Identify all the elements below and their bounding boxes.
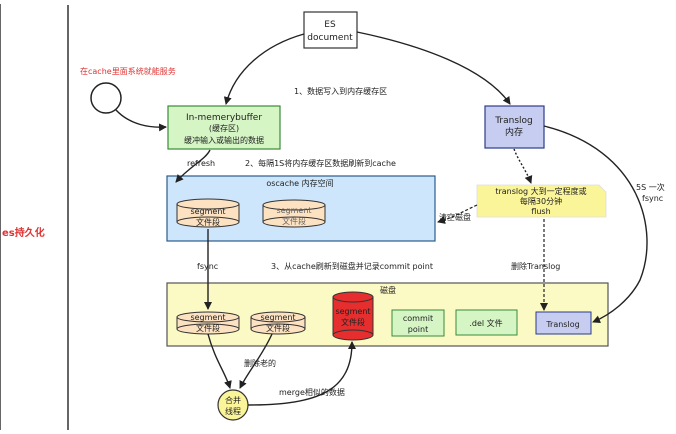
oscache-segment-2: segment 文件段	[262, 199, 326, 228]
merge-thread-line2: 线程	[225, 406, 241, 416]
del-file-label: .del 文件	[469, 318, 502, 328]
five-s-line2: fsync	[642, 194, 663, 203]
commit-point-line2: point	[408, 325, 428, 334]
step1-label: 1、数据写入到内存缓存区	[294, 86, 387, 96]
merge-similar-label: merge相似的数据	[279, 387, 345, 397]
translog-disk-box	[535, 311, 592, 335]
left-title: es持久化	[2, 226, 45, 239]
disk-segment-1: segment 文件段	[176, 311, 240, 335]
user-circle	[90, 82, 122, 114]
translog-memory-line1: Translog	[494, 116, 533, 126]
clear-disk-label: 清空磁盘	[439, 212, 471, 222]
disk-segment-2: segment 文件段	[250, 311, 306, 335]
es-document-box	[303, 11, 358, 49]
note-top-left: 在cache里面系统就能服务	[80, 66, 176, 76]
red-segment-label: segment	[335, 307, 370, 316]
es-document-line1: ES	[324, 20, 336, 30]
step3-label: 3、从cache刷新到磁盘并记录commit point	[271, 261, 433, 271]
translog-memory-line2: 内存	[505, 126, 523, 138]
arrow-5s-fsync	[543, 125, 648, 324]
disk-segment-sublabel-1: 文件段	[196, 323, 220, 333]
arrow-seg1-to-merge	[207, 333, 232, 389]
inmemory-line1: In-memerybuffer	[186, 113, 262, 123]
oscache-segment-1: segment 文件段	[176, 198, 240, 228]
translog-note-line2: 每隔30分钟	[520, 196, 562, 206]
inmemory-buffer-box	[167, 105, 281, 150]
inmemory-line3: 缓冲输入或输出的数据	[184, 135, 264, 145]
arrow-merge-to-red	[247, 341, 356, 406]
translog-memory-box	[484, 105, 545, 149]
segment-label-1: segment	[190, 207, 225, 216]
delete-translog-label: 删除Translog	[511, 261, 560, 271]
segment-label-2: segment	[276, 206, 311, 215]
step2-label: 2、每隔1S将内存缓存区数据刷新到cache	[245, 158, 396, 168]
five-s-line1: 5S 一次	[636, 182, 665, 192]
del-file-box	[455, 309, 518, 336]
disk-segment-label-1: segment	[190, 313, 225, 322]
red-segment-cylinder: segment 文件段	[332, 291, 374, 341]
merge-thread-line1: 合并	[225, 395, 241, 405]
arrow-seg2-to-merge	[239, 333, 273, 389]
translog-note-line3: flush	[531, 207, 550, 216]
disk-panel	[166, 282, 609, 347]
inmemory-line2: (缓存区)	[209, 123, 239, 133]
red-segment-sublabel: 文件段	[341, 317, 365, 327]
disk-title: 磁盘	[380, 285, 396, 295]
arrow-translog-to-note	[513, 148, 533, 184]
arrow-clear-disk	[437, 204, 478, 224]
translog-note-line1: translog 大到一定程度或	[495, 186, 586, 196]
arrow-es-to-translog	[356, 31, 511, 105]
arrow-es-to-buffer	[223, 33, 305, 105]
segment-sublabel-1: 文件段	[196, 217, 220, 227]
arrow-user-to-buffer	[115, 109, 167, 132]
oscache-title: oscache 内存空间	[266, 178, 333, 188]
translog-note	[476, 184, 607, 218]
disk-segment-label-2: segment	[260, 313, 295, 322]
refresh-label: refresh	[187, 159, 215, 168]
fsync-label: fsync	[197, 262, 218, 271]
es-document-line2: document	[307, 33, 353, 43]
commit-point-box	[391, 309, 445, 337]
commit-point-line1: commit	[403, 314, 433, 323]
translog-disk-label: Translog	[545, 320, 579, 329]
segment-sublabel-2: 文件段	[282, 216, 306, 226]
disk-segment-sublabel-2: 文件段	[266, 323, 290, 333]
delete-old-label: 删除老的	[244, 358, 276, 368]
arrow-refresh	[175, 149, 211, 183]
